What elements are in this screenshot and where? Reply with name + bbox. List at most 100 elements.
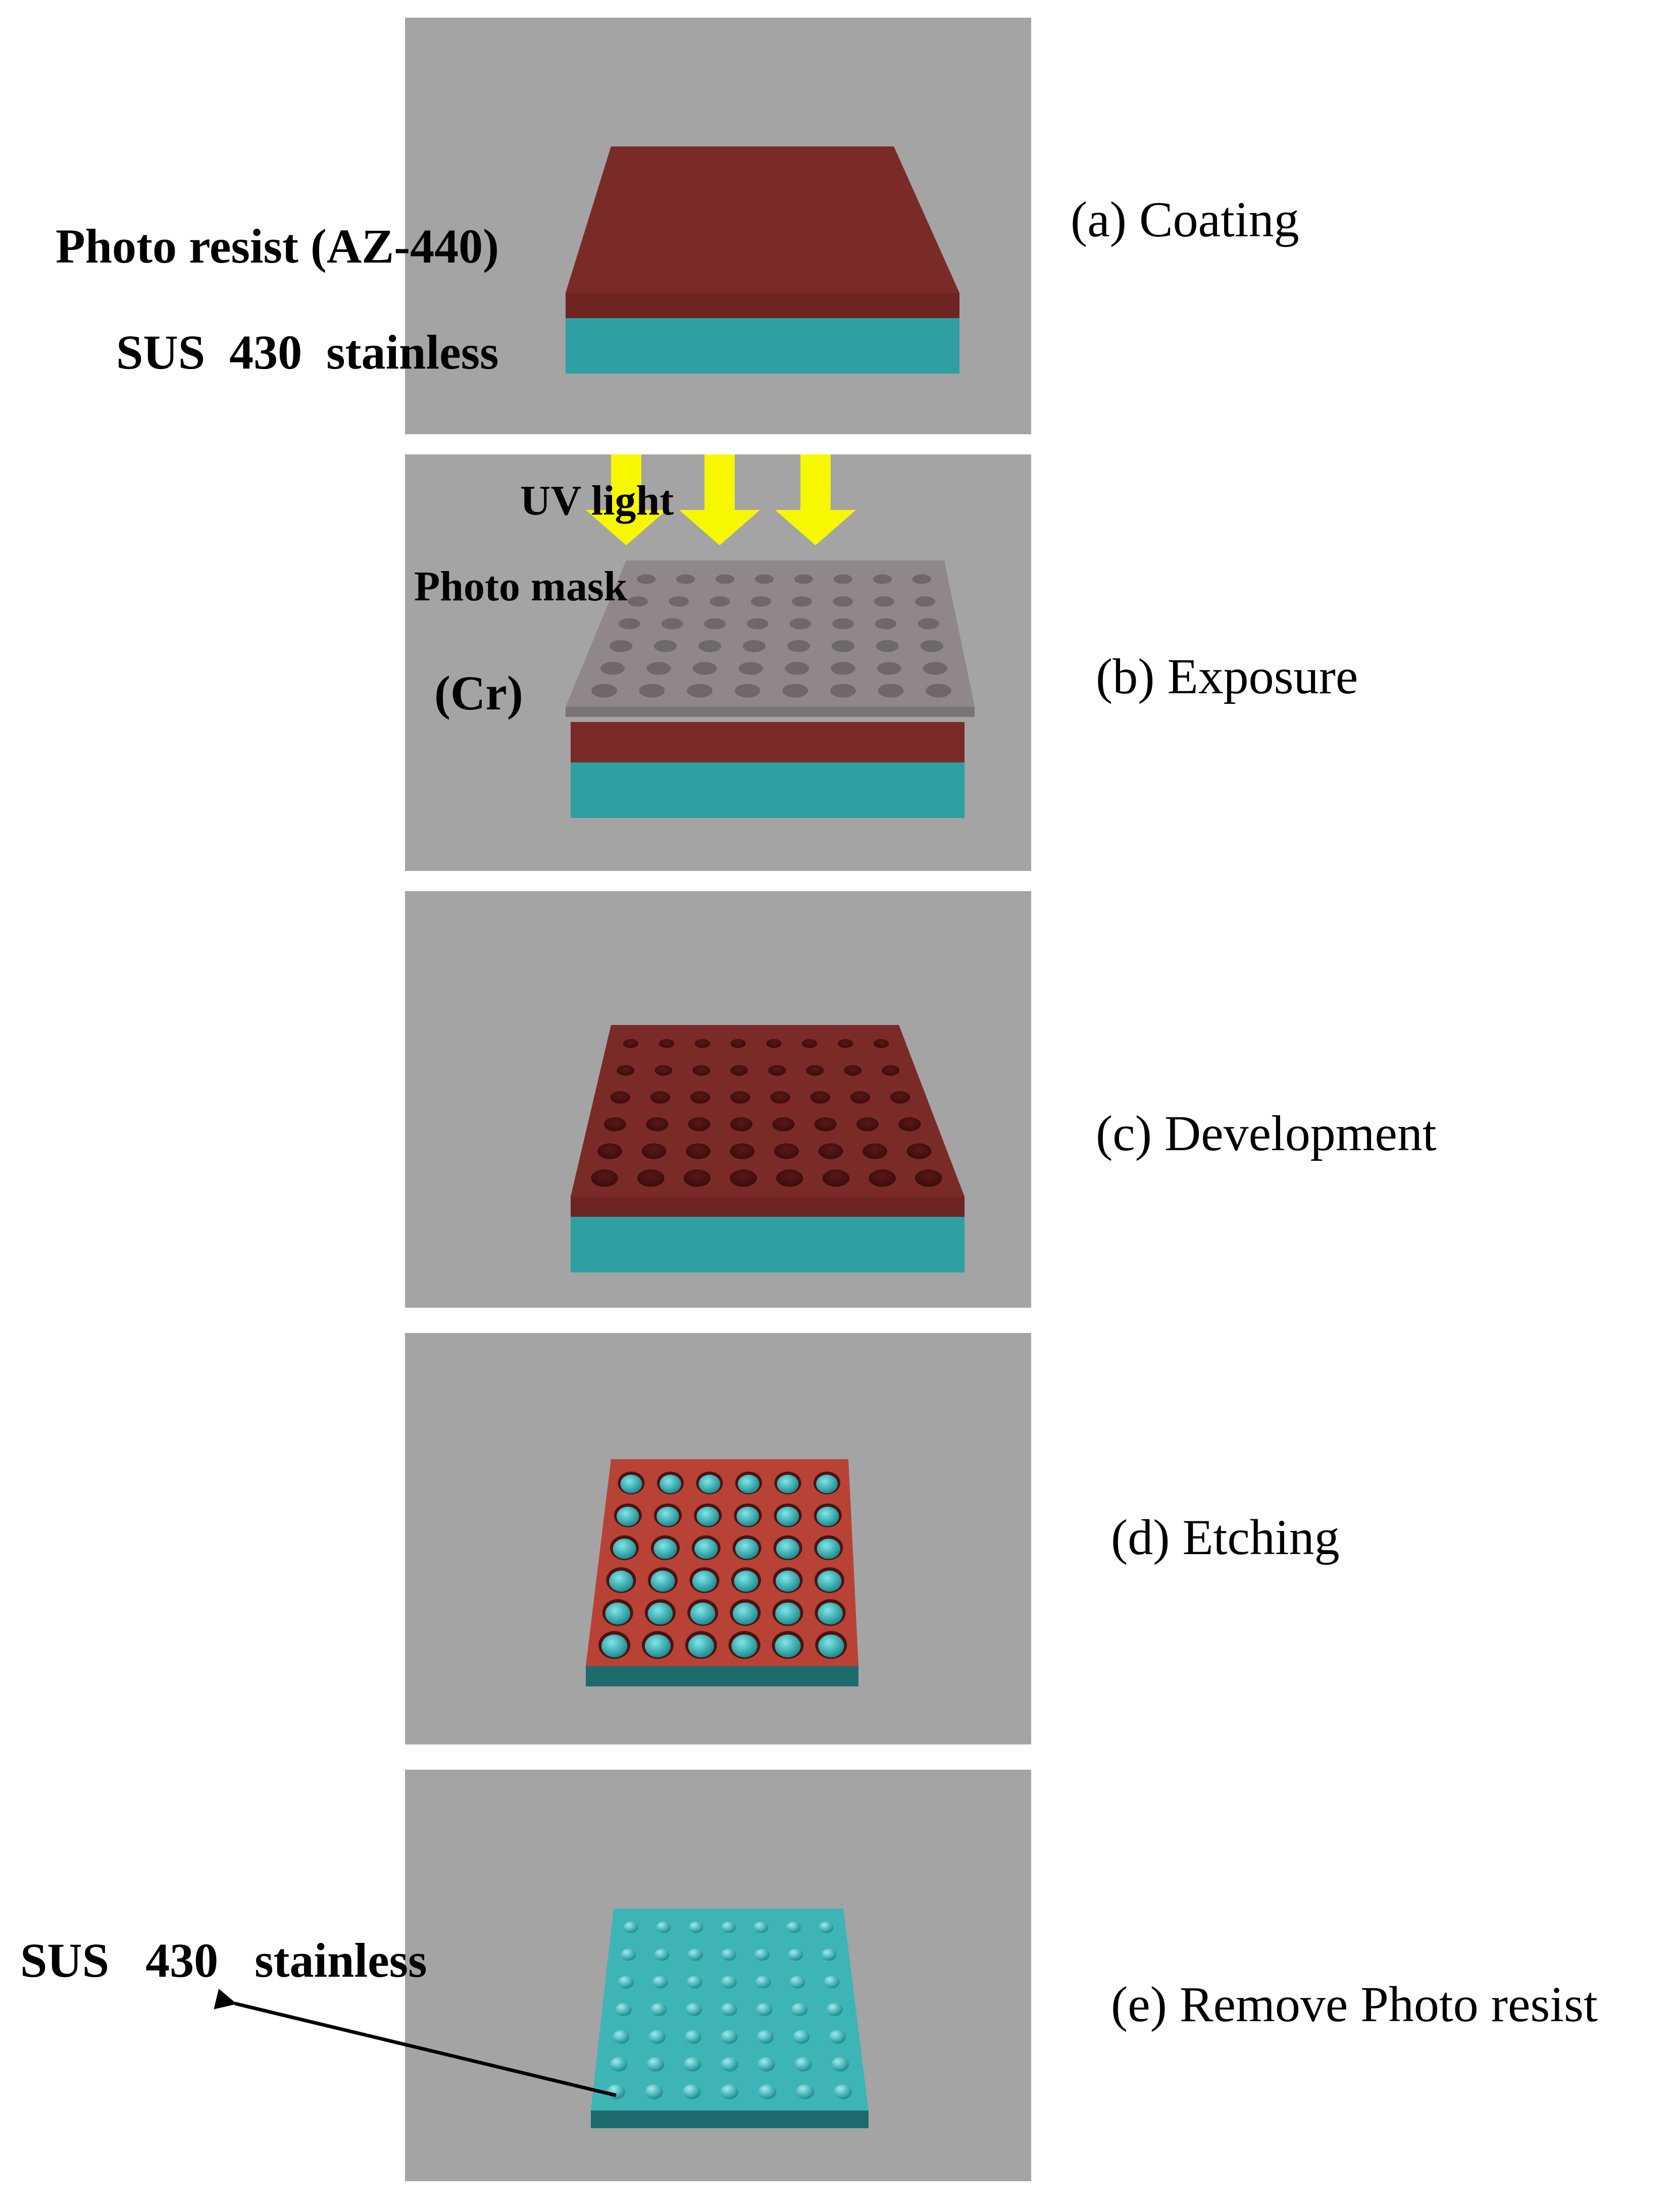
resist-hole [646,1117,669,1131]
stainless-dimple [721,2003,737,2016]
etched-stainless-hole [660,1474,681,1494]
resist-hole [610,1091,631,1104]
resist-hole [850,1091,871,1104]
mask-pattern-dot [918,618,939,630]
mask-pattern-dot [661,618,683,630]
mask-pattern-dot [878,684,904,698]
stainless-dimple [721,2030,738,2044]
stainless-dimple [648,2030,666,2044]
stainless-label-a: SUS 430 stainless [116,325,499,379]
mask-pattern-dot [639,684,665,698]
resist-hole [686,1143,711,1159]
etched-stainless-hole [735,1538,759,1559]
stainless-dimple [683,2084,701,2099]
resist-hole [766,1039,782,1048]
stainless-dimple [824,1976,840,1989]
mask-pattern-dot [669,596,689,607]
resist-hole [906,1143,932,1159]
etched-stainless-hole [653,1538,677,1559]
stainless-dimple [721,1948,736,1961]
photo-mask-edge [566,707,975,717]
resist-hole [692,1065,711,1076]
resist-hole [869,1169,896,1187]
stainless-dimple [721,2084,739,2099]
etched-stainless-hole [620,1474,642,1494]
stainless-dimple [684,2057,701,2072]
resist-hole [641,1143,667,1159]
mask-pattern-dot [926,684,951,698]
stainless-dimple [821,1948,837,1961]
resist-hole [730,1039,746,1048]
resist-hole [814,1117,837,1131]
resist-hole [856,1117,879,1131]
stainless-dimple [793,2030,810,2044]
stainless-dimple [721,1921,736,1933]
stainless-dimple [829,2030,846,2044]
mask-pattern-dot [628,596,648,607]
etched-stainless-hole [698,1474,721,1494]
resist-hole [802,1039,818,1048]
mask-pattern-dot [787,640,810,652]
stainless-dimple [654,1948,670,1961]
stainless-dimple [753,1921,769,1933]
stainless-side [591,2111,869,2128]
etched-stainless-hole [734,1570,758,1592]
mask-pattern-dot [830,684,856,698]
mask-pattern-dot [873,574,892,584]
stainless-dimple [607,2084,625,2099]
step-label-c: (c) Development [1096,1105,1437,1161]
stainless-dimple [831,2057,849,2072]
mask-pattern-dot [831,662,855,675]
pointer-arrow [214,1988,617,2097]
resist-hole [730,1169,757,1187]
etched-stainless-hole [609,1570,633,1592]
stainless-dimple [613,2030,630,2044]
resist-hole [806,1065,824,1076]
resist-hole [810,1091,830,1104]
etched-stainless-hole [738,1474,759,1494]
etched-stainless-hole [775,1603,800,1625]
resist-hole [591,1169,618,1187]
mask-pattern-dot [831,640,855,652]
etched-stainless-hole [613,1538,636,1559]
mask-pattern-dot [654,640,677,652]
etched-stainless-hole [731,1634,757,1658]
stainless-dimple [647,2057,665,2072]
stainless-dimple [721,1976,737,1989]
mask-pattern-dot [637,574,656,584]
etched-stainless-hole [736,1507,759,1526]
stainless-dimple [755,1976,771,1989]
etched-stainless-hole [601,1634,628,1658]
resist-hole [776,1169,803,1187]
resist-hole [863,1143,887,1159]
uv-arrow [586,454,667,545]
mask-pattern-dot [646,662,671,675]
etched-stainless-hole [650,1570,675,1592]
etched-stainless-hole [777,1474,799,1494]
mask-pattern-dot [619,618,640,630]
stainless-side [566,318,959,374]
resist-hole [637,1169,665,1187]
photo-resist-label: Photo resist (AZ-440) [56,219,499,273]
mask-pattern-dot [704,618,726,630]
step-label-e: (e) Remove Photo resist [1111,1976,1598,2032]
mask-pattern-dot [746,618,769,630]
mask-pattern-dot [754,574,774,584]
stainless-dimple [610,2057,628,2072]
etched-stainless-hole [818,1634,844,1658]
uv-light-label: UV light [520,477,674,524]
resist-hole [915,1169,942,1187]
stainless-dimple [834,2084,852,2099]
mask-pattern-dot [782,684,808,698]
resist-hole [650,1091,671,1104]
stainless-dimple [788,1948,803,1961]
mask-pattern-dot [676,574,695,584]
resist-hole [818,1143,843,1159]
stainless-dimple [757,2057,775,2072]
mask-pattern-dot [920,640,943,652]
resist-hole [898,1117,921,1131]
mask-pattern-dot [610,640,633,652]
mask-pattern-dot [715,574,735,584]
mask-pattern-dot [875,618,897,630]
stainless-dimple [758,2084,777,2099]
